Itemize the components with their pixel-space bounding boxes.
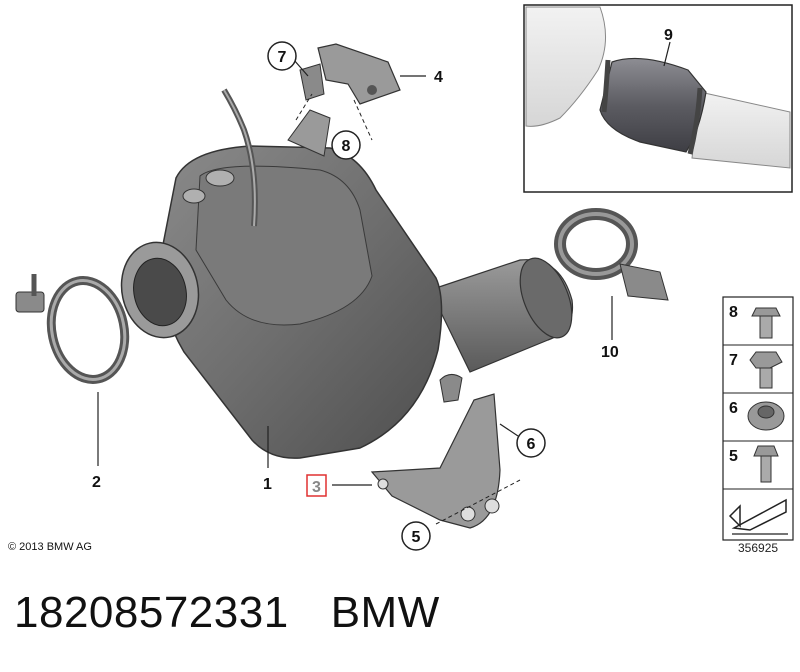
arrow-symbol xyxy=(728,498,788,535)
legend-row-6: 6 xyxy=(729,400,785,431)
svg-text:5: 5 xyxy=(412,529,421,546)
callout-9: 9 xyxy=(664,27,673,44)
callout-3-highlighted: 3 xyxy=(306,474,327,497)
bracket-part-3 xyxy=(332,393,521,529)
svg-text:7: 7 xyxy=(278,49,287,66)
legend-row-7: 7 xyxy=(729,351,783,389)
bracket-part-4 xyxy=(293,43,426,141)
callout-6: 6 xyxy=(516,428,546,458)
brand-name: BMW xyxy=(330,588,440,637)
fastener-legend: 8 7 6 5 xyxy=(722,296,794,541)
svg-text:8: 8 xyxy=(729,304,738,321)
svg-text:6: 6 xyxy=(527,436,536,453)
callout-4: 4 xyxy=(434,69,443,86)
catalytic-converter-part-1 xyxy=(120,88,574,468)
callout-10: 10 xyxy=(601,344,619,361)
svg-text:6: 6 xyxy=(729,400,738,417)
callout-7: 7 xyxy=(267,41,297,71)
svg-text:8: 8 xyxy=(342,138,351,155)
callout-1: 1 xyxy=(263,476,272,493)
parts-diagram: 7 8 6 5 4 9 10 1 2 3 8 7 xyxy=(15,4,794,551)
callout-2: 2 xyxy=(92,474,101,491)
callout-5-bracket: 5 xyxy=(401,521,431,551)
part-number: 18208572331 xyxy=(14,588,289,637)
clamp-part-2 xyxy=(15,274,130,466)
clamp-band-part-10 xyxy=(554,208,669,340)
svg-text:3: 3 xyxy=(312,479,321,496)
svg-text:7: 7 xyxy=(729,352,738,369)
legend-row-8: 8 xyxy=(729,304,781,339)
callout-8: 8 xyxy=(331,130,361,160)
drawing-number: 356925 xyxy=(738,541,779,555)
inset-panel-part-9 xyxy=(523,4,793,193)
legend-row-5: 5 xyxy=(729,445,779,483)
copyright-notice: © 2013 BMW AG xyxy=(8,541,92,553)
svg-text:5: 5 xyxy=(729,448,738,465)
part-caption: 18208572331 BMW xyxy=(14,588,440,638)
